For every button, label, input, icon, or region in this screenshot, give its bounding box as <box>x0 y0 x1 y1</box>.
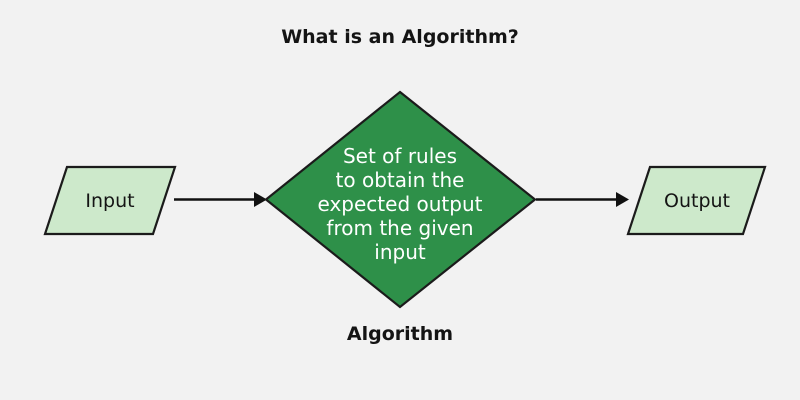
algorithm-text-line-2: to obtain the <box>336 168 465 192</box>
node-input[interactable]: Input <box>43 165 177 236</box>
output-label: Output <box>664 190 730 212</box>
input-parallelogram[interactable] <box>43 165 177 236</box>
node-output[interactable]: Output <box>626 165 767 236</box>
algorithm-to-output-arrowhead <box>616 192 629 207</box>
page-title: What is an Algorithm? <box>281 26 519 48</box>
algorithm-text-line-3: expected output <box>318 192 483 216</box>
output-parallelogram[interactable] <box>626 165 767 236</box>
input-label: Input <box>85 190 134 212</box>
input-to-algorithm-arrowhead <box>254 192 267 207</box>
algorithm-diamond[interactable] <box>264 90 537 309</box>
algorithm-text-line-4: from the given <box>326 216 473 240</box>
algorithm-caption: Algorithm <box>347 323 453 345</box>
edge-input-to-algorithm <box>174 192 267 207</box>
node-algorithm[interactable]: Set of rules to obtain the expected outp… <box>264 90 537 309</box>
edge-algorithm-to-output <box>536 192 629 207</box>
algorithm-text-line-1: Set of rules <box>343 144 457 168</box>
algorithm-text-line-5: input <box>374 240 426 264</box>
